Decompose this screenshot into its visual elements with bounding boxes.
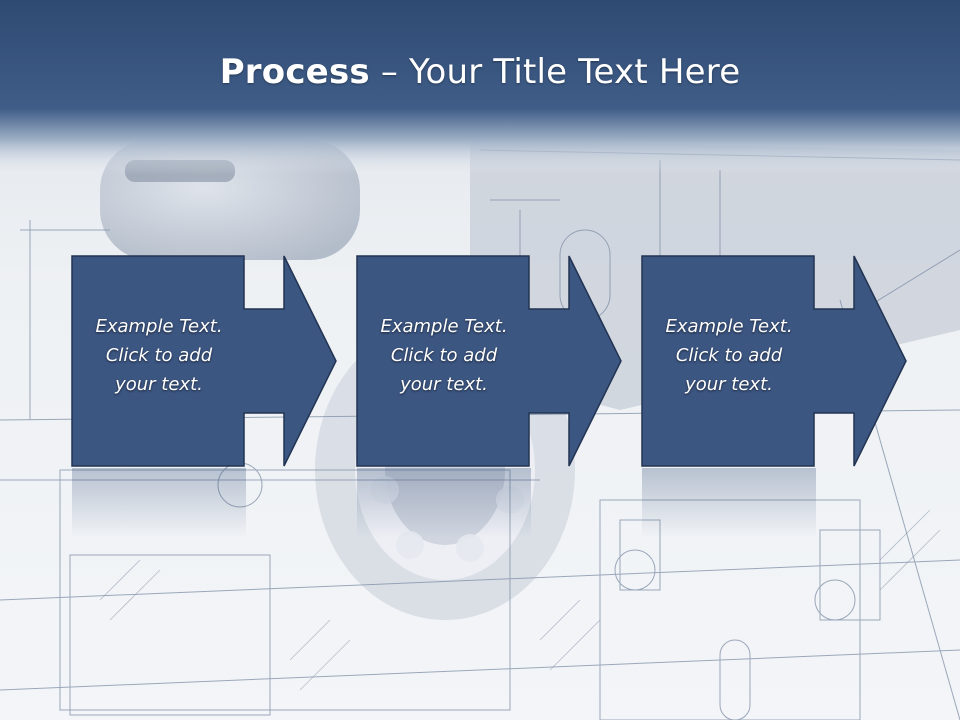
title-bold: Process (219, 52, 370, 92)
process-step-3[interactable]: Example Text. Click to add your text. (641, 255, 907, 467)
step-2-reflection (357, 468, 531, 538)
step-1-reflection (72, 468, 246, 538)
step-3-line-1: Example Text. (665, 316, 793, 337)
step-1-line-3: your text. (115, 374, 203, 395)
step-1-line-1: Example Text. (95, 316, 223, 337)
step-3-text[interactable]: Example Text. Click to add your text. (642, 312, 816, 399)
step-1-text[interactable]: Example Text. Click to add your text. (72, 312, 246, 399)
process-step-2[interactable]: Example Text. Click to add your text. (356, 255, 622, 467)
step-2-text[interactable]: Example Text. Click to add your text. (357, 312, 531, 399)
step-2-line-1: Example Text. (380, 316, 508, 337)
step-2-line-2: Click to add (390, 345, 498, 366)
step-3-reflection (642, 468, 816, 538)
step-1-line-2: Click to add (105, 345, 213, 366)
step-3-line-3: your text. (685, 374, 773, 395)
step-3-line-2: Click to add (675, 345, 783, 366)
step-1-arrow-shape (71, 255, 337, 467)
title-rest: – Your Title Text Here (369, 52, 741, 92)
process-step-1[interactable]: Example Text. Click to add your text. (71, 255, 337, 467)
step-2-arrow-shape (356, 255, 622, 467)
step-3-arrow-shape (641, 255, 907, 467)
step-2-line-3: your text. (400, 374, 488, 395)
slide-title[interactable]: Process – Your Title Text Here (0, 52, 960, 92)
